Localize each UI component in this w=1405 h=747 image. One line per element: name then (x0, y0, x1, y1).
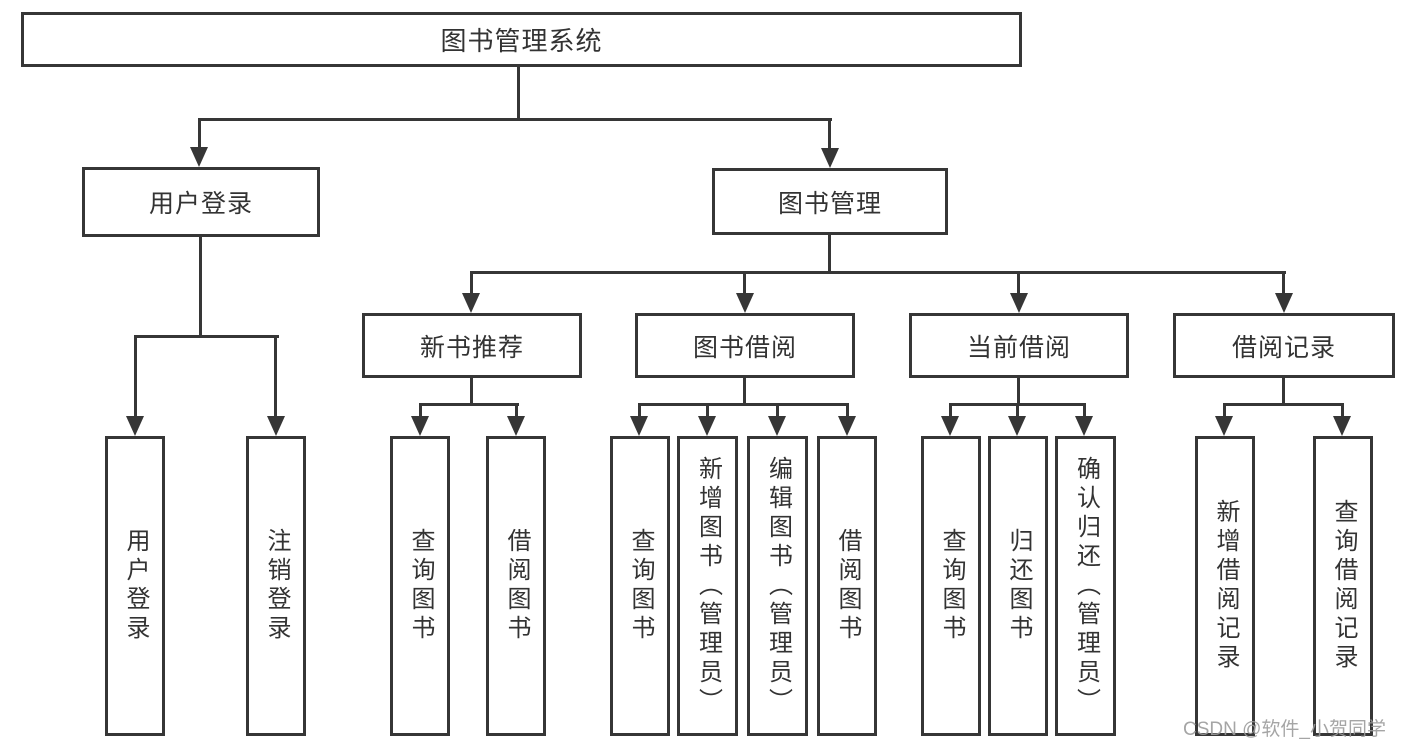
node-new-book-recommend: 新书推荐 (362, 313, 582, 378)
connector-line (1223, 403, 1226, 419)
connector-line (199, 237, 202, 338)
leaf-newbook-query: 查询图书 (390, 436, 450, 736)
connector-line (517, 67, 520, 120)
arrowhead-down (768, 416, 786, 436)
connector-line (1083, 403, 1086, 419)
arrowhead-down (1075, 416, 1093, 436)
connector-line (134, 335, 137, 419)
leaf-br-query-record-label: 查询借阅记录 (1330, 499, 1357, 673)
leaf-bb-add-admin: 新增图书（管理员） (677, 436, 738, 736)
leaf-newbook-borrow-label: 借阅图书 (503, 528, 530, 644)
arrowhead-down (1010, 293, 1028, 313)
connector-line (134, 335, 279, 338)
connector-line (470, 271, 1286, 274)
node-book-borrow: 图书借阅 (635, 313, 855, 378)
leaf-user-login: 用户登录 (105, 436, 165, 736)
arrowhead-down (736, 293, 754, 313)
node-book-management: 图书管理 (712, 168, 948, 235)
leaf-cb-return-label: 归还图书 (1005, 528, 1032, 644)
connector-line (949, 403, 952, 419)
leaf-br-query-record: 查询借阅记录 (1313, 436, 1373, 736)
leaf-newbook-borrow: 借阅图书 (486, 436, 546, 736)
leaf-bb-borrow: 借阅图书 (817, 436, 877, 736)
connector-line (638, 403, 641, 419)
node-borrow-record: 借阅记录 (1173, 313, 1395, 378)
connector-line (828, 235, 831, 274)
arrowhead-down (630, 416, 648, 436)
leaf-br-add-record: 新增借阅记录 (1195, 436, 1255, 736)
arrowhead-down (941, 416, 959, 436)
arrowhead-down (1008, 416, 1026, 436)
connector-line (743, 378, 746, 406)
arrowhead-down (462, 293, 480, 313)
node-user-login: 用户登录 (82, 167, 320, 237)
connector-line (1282, 378, 1285, 406)
node-user-login-label: 用户登录 (148, 190, 253, 218)
connector-line (638, 403, 849, 406)
node-root-library-system: 图书管理系统 (21, 12, 1022, 67)
arrowhead-down (1215, 416, 1233, 436)
connector-line (743, 271, 746, 297)
arrowhead-down (1275, 293, 1293, 313)
connector-line (1017, 378, 1020, 406)
connector-line (419, 403, 519, 406)
leaf-cb-return: 归还图书 (988, 436, 1048, 736)
connector-line (274, 335, 277, 419)
arrowhead-down (190, 147, 208, 167)
node-borrow-record-label: 借阅记录 (1231, 333, 1336, 362)
leaf-cb-confirm-admin-label: 确认归还（管理员） (1072, 455, 1100, 717)
leaf-bb-borrow-label: 借阅图书 (834, 528, 861, 644)
leaf-bb-edit-admin: 编辑图书（管理员） (747, 436, 808, 736)
connector-line (470, 271, 473, 297)
connector-line (419, 403, 422, 419)
leaf-bb-query: 查询图书 (610, 436, 670, 736)
leaf-bb-query-label: 查询图书 (627, 528, 654, 644)
connector-line (828, 118, 831, 152)
leaf-bb-edit-admin-label: 编辑图书（管理员） (764, 455, 792, 717)
arrowhead-down (411, 416, 429, 436)
connector-line (1282, 271, 1285, 297)
leaf-logout: 注销登录 (246, 436, 306, 736)
leaf-br-add-record-label: 新增借阅记录 (1212, 499, 1239, 673)
leaf-logout-label: 注销登录 (263, 528, 290, 644)
node-current-borrow: 当前借阅 (909, 313, 1129, 378)
leaf-cb-query: 查询图书 (921, 436, 981, 736)
connector-line (1016, 403, 1019, 419)
connector-line (846, 403, 849, 419)
connector-line (198, 118, 201, 151)
connector-line (515, 403, 518, 419)
arrowhead-down (821, 148, 839, 168)
arrowhead-down (267, 416, 285, 436)
leaf-user-login-label: 用户登录 (122, 528, 149, 644)
connector-line (776, 403, 779, 419)
node-book-borrow-label: 图书借阅 (692, 333, 797, 362)
connector-line (1223, 403, 1344, 406)
node-new-book-recommend-label: 新书推荐 (419, 333, 524, 362)
connector-line (706, 403, 709, 419)
connector-line (198, 118, 832, 121)
leaf-bb-add-admin-label: 新增图书（管理员） (694, 455, 722, 717)
connector-line (470, 378, 473, 406)
node-current-borrow-label: 当前借阅 (966, 333, 1071, 362)
connector-line (1341, 403, 1344, 419)
connector-line (1017, 271, 1020, 297)
arrowhead-down (507, 416, 525, 436)
leaf-cb-confirm-admin: 确认归还（管理员） (1055, 436, 1116, 736)
arrowhead-down (698, 416, 716, 436)
arrowhead-down (838, 416, 856, 436)
csdn-watermark: CSDN @软件_小贺同学 (1183, 719, 1386, 740)
node-root-label: 图书管理系统 (440, 26, 603, 56)
leaf-newbook-query-label: 查询图书 (407, 528, 434, 644)
node-book-management-label: 图书管理 (777, 189, 882, 218)
arrowhead-down (126, 416, 144, 436)
leaf-cb-query-label: 查询图书 (938, 528, 965, 644)
arrowhead-down (1333, 416, 1351, 436)
